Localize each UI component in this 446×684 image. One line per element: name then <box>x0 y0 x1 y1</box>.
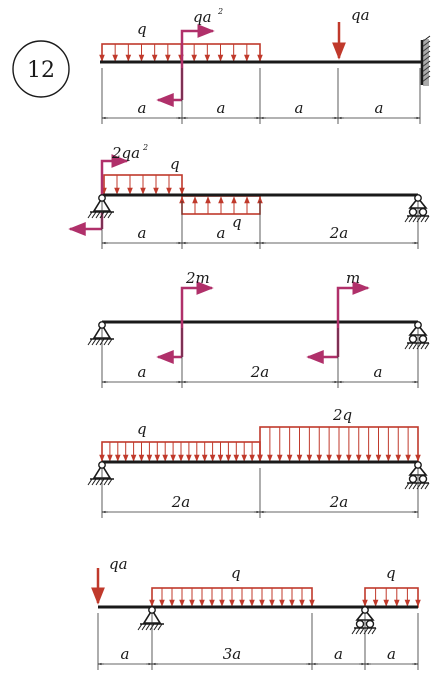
moment-exponent: 2 <box>142 143 148 152</box>
diagram-3: 2m m a 2a a <box>87 269 430 388</box>
load-label-down: q <box>170 155 180 173</box>
load-label-mid: q <box>231 564 241 582</box>
dimension-label: a <box>295 99 304 117</box>
dimension-line-3: a 2a a <box>101 328 419 388</box>
moment-label: qa <box>193 8 212 26</box>
roller-support-2 <box>404 194 430 223</box>
diagram-5: qa q q a 3a a a <box>91 555 421 670</box>
dimension-label: 2a <box>171 493 191 511</box>
dimension-label: a <box>374 363 383 381</box>
dimension-label: a <box>138 363 147 381</box>
moment-exponent: 2 <box>217 7 223 16</box>
moment-label-m: m <box>346 269 360 287</box>
pin-support-3 <box>87 321 114 346</box>
dimension-label: 2a <box>329 493 349 511</box>
dimension-line-4: 2a 2a <box>101 468 419 518</box>
distributed-load-5-mid <box>149 587 315 608</box>
pin-support-5 <box>137 606 164 631</box>
distributed-load-5-right <box>362 587 421 608</box>
moment-label: 2qa <box>111 144 140 162</box>
dimension-label: a <box>375 99 384 117</box>
dimension-line-2: a a 2a <box>101 201 419 249</box>
moment-couple-1 <box>156 24 215 107</box>
load-label-right: q <box>386 564 396 582</box>
dimension-label: 2a <box>329 224 349 242</box>
moment-label-2m: 2m <box>185 269 210 287</box>
distributed-load-4-left <box>99 441 263 463</box>
roller-support-3 <box>404 321 430 350</box>
dimension-label: 2a <box>250 363 270 381</box>
diagram-2: 2qa 2 q q a a 2a <box>68 143 430 249</box>
dimension-line-5: a 3a a a <box>97 613 419 670</box>
problem-number-badge: 12 <box>12 40 70 98</box>
dimension-label: a <box>121 645 130 663</box>
distributed-load-2-down <box>101 174 185 196</box>
dimension-label: a <box>387 645 396 663</box>
force-label: qa <box>109 555 128 573</box>
pin-support-4 <box>87 461 114 486</box>
roller-support-4 <box>404 461 430 490</box>
fixed-support <box>420 35 431 86</box>
distributed-load-4-right <box>257 426 421 463</box>
roller-support-5 <box>351 606 377 635</box>
problem-number: 12 <box>27 58 55 83</box>
load-label: q <box>137 20 147 38</box>
dimension-label: 3a <box>223 645 242 663</box>
distributed-load-2-up <box>179 195 263 215</box>
diagram-4: q 2q 2a 2a <box>87 406 430 518</box>
diagram-1: q qa 2 qa a a a a <box>99 6 431 124</box>
load-label-q: q <box>137 420 147 438</box>
force-label: qa <box>351 6 370 24</box>
dimension-label: a <box>334 645 343 663</box>
dimension-label: a <box>217 224 226 242</box>
dimension-label: a <box>138 99 147 117</box>
dimension-label: a <box>138 224 147 242</box>
load-label-up: q <box>232 213 242 231</box>
load-label-2q: 2q <box>332 406 352 424</box>
dimension-label: a <box>217 99 226 117</box>
